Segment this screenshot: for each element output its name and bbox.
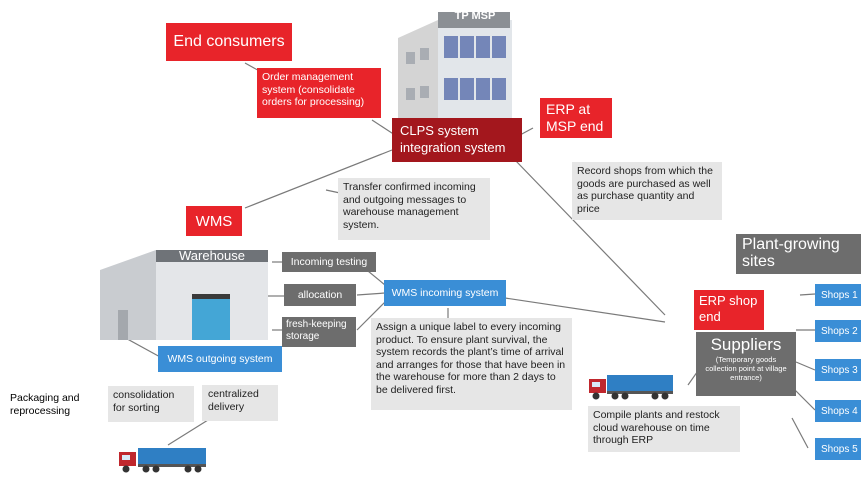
allocation-box: allocation <box>284 284 356 306</box>
consolidation-box: consolidation for sorting <box>108 386 194 422</box>
wms-outgoing-box: WMS outgoing system <box>158 346 282 372</box>
shop-3-box: Shops 3 <box>815 359 861 381</box>
erp-shop-end-box: ERP shop end <box>694 290 764 330</box>
suppliers-box: Suppliers (Temporary goods collection po… <box>696 332 796 396</box>
msp-building-icon <box>398 8 520 130</box>
assign-label-note: Assign a unique label to every incoming … <box>371 318 572 410</box>
record-note: Record shops from which the goods are pu… <box>572 162 722 220</box>
packaging-box: Packaging and reprocessing <box>10 392 80 417</box>
order-management-box: Order management system (consolidate ord… <box>257 68 381 118</box>
wms-incoming-box: WMS incoming system <box>384 280 506 306</box>
compile-note: Compile plants and restock cloud warehou… <box>588 406 740 452</box>
warehouse-building-icon <box>96 246 276 342</box>
fresh-keeping-box: fresh-keeping storage <box>282 317 356 347</box>
end-consumers-box: End consumers <box>166 23 292 61</box>
wms-box: WMS <box>186 206 242 236</box>
centralized-delivery-box: centralized delivery <box>202 385 278 421</box>
plant-growing-sites-box: Plant-growing sites <box>736 234 861 274</box>
warehouse-label: Warehouse <box>179 247 245 263</box>
shop-2-box: Shops 2 <box>815 320 861 342</box>
suppliers-subtitle: (Temporary goods collection point at vil… <box>705 355 787 382</box>
tp-msp-label: TP MSP <box>454 9 496 22</box>
erp-msp-box: ERP at MSP end <box>540 98 612 138</box>
suppliers-title: Suppliers <box>710 335 782 354</box>
incoming-testing-box: Incoming testing <box>282 252 376 272</box>
shop-4-box: Shops 4 <box>815 400 861 422</box>
shop-1-box: Shops 1 <box>815 284 861 306</box>
delivery-truck-icon <box>116 446 210 476</box>
clps-system-box: CLPS system integration system <box>392 118 522 162</box>
transfer-note: Transfer confirmed incoming and outgoing… <box>338 178 490 240</box>
shop-5-box: Shops 5 <box>815 438 861 460</box>
delivery-truck-icon <box>587 373 677 403</box>
